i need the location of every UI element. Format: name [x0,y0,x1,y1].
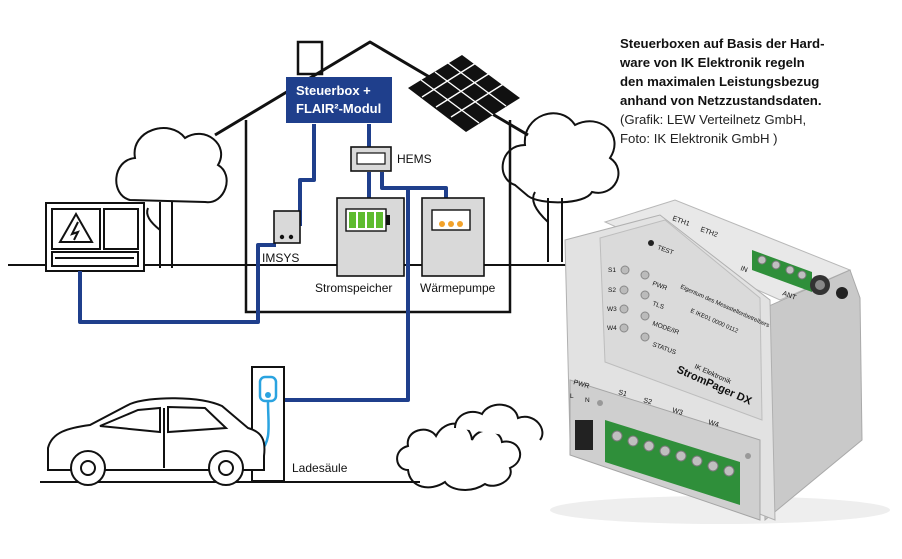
storage-label: Stromspeicher [315,281,392,295]
caption-bold-3: den maximalen Leistungsbezug [620,74,820,89]
device-ant: ANT [781,290,797,302]
device-terminal-l: L [570,393,574,400]
clouds [396,403,544,491]
device-terminal-s1: S1 [617,389,627,398]
caption-bold-4: anhand von Netzzustandsdaten. [620,93,822,108]
charger-label: Ladesäule [292,461,348,475]
caption-bold-2: ware von IK Elektronik regeln [620,55,805,70]
device-in: IN [739,265,748,274]
device-terminal-s2: S2 [642,397,652,406]
device-led-w4: W4 [607,325,617,332]
solar-panel [408,55,520,132]
caption: Steuerboxen auf Basis der Hard- ware von… [620,34,892,148]
tree-right [501,112,620,262]
imsys-meter [273,210,301,244]
high-voltage-icon [58,211,94,243]
tree-left [115,127,228,268]
device-terminal-w3: W3 [671,407,683,417]
device-led-pwr: PWR [651,280,668,292]
device-led-s1: S1 [608,267,616,274]
car [47,397,266,486]
device-led-s2: S2 [608,287,616,294]
strompager-device [550,199,890,524]
heatpump-label: Wärmepumpe [420,281,496,295]
device-led-w3: W3 [607,306,617,313]
device-terminal-n: N [585,397,590,404]
imsys-label: IMSYS [262,251,299,265]
device-terminal-pwr: PWR [572,379,590,390]
heat-pump [421,197,485,277]
device-led-tls: TLS [651,300,665,311]
hems-label: HEMS [397,152,432,166]
steuerbox: Steuerbox + FLAIR²-Modul [286,77,392,123]
battery-storage [336,197,405,277]
caption-credit-1: (Grafik: LEW Verteilnetz GmbH, [620,112,807,127]
device-terminal-w4: W4 [707,419,719,429]
caption-credit-2: Foto: IK Elektronik GmbH ) [620,131,778,146]
hems-device [350,146,392,172]
steuerbox-label-1: Steuerbox + [296,83,371,98]
caption-bold-1: Steuerboxen auf Basis der Hard- [620,36,825,51]
steuerbox-label-2: FLAIR²-Modul [296,101,381,116]
utility-cabinet [45,202,145,272]
